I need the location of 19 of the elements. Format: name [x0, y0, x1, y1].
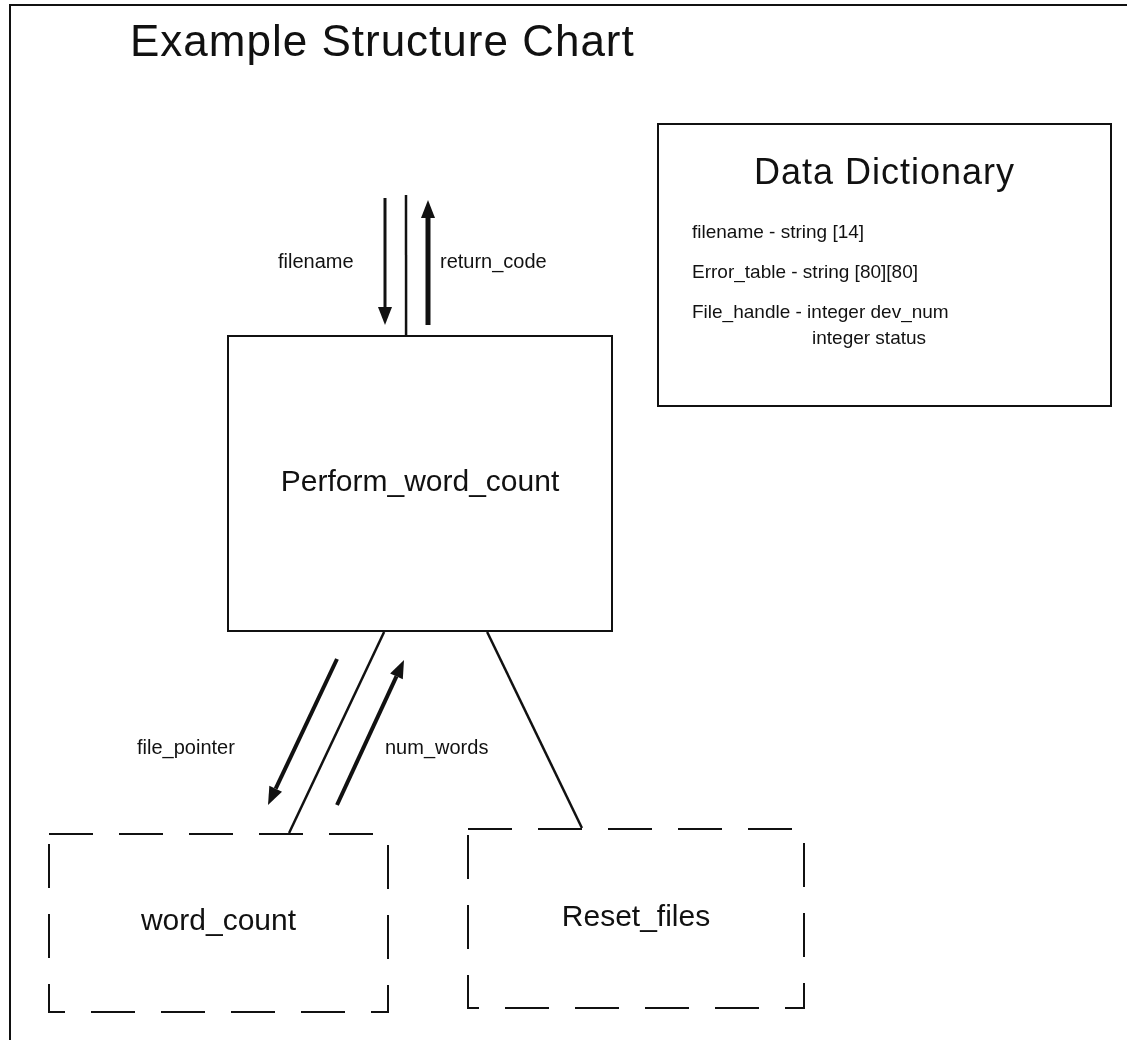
data-couple-label: return_code [440, 250, 547, 273]
module-name: Perform_word_count [279, 463, 561, 498]
chart-title: Example Structure Chart [130, 16, 635, 66]
data-dictionary-box [657, 123, 1112, 407]
definition-text: Error_table - string [80][80] [692, 260, 919, 285]
connector-line [287, 631, 386, 834]
library-module-box [48, 833, 389, 1013]
module-name: Reset_files [560, 898, 712, 933]
module-box [227, 335, 613, 632]
data-couple-label: filename [278, 250, 354, 273]
definition-text: filename - string [14] [692, 220, 866, 244]
connector-line [486, 631, 584, 829]
definition-text: File_handle - integer dev_num integer status [692, 300, 950, 350]
data-couple-label: file_pointer [137, 736, 235, 759]
connector-line [404, 195, 408, 335]
library-module-box [467, 828, 805, 1009]
box-heading: Data Dictionary [752, 151, 1017, 193]
module-name: word_count [139, 903, 298, 937]
data-couple-label: num_words [385, 736, 489, 759]
